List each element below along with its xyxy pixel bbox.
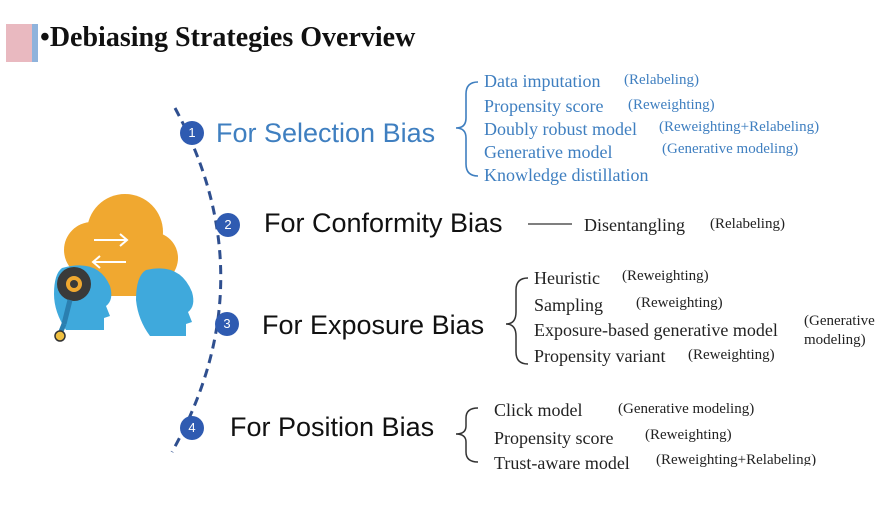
step-number-1: 1 [180, 121, 204, 145]
gear-icon [57, 267, 91, 301]
section-label-selection-bias: For Selection Bias [216, 118, 436, 148]
selection-item-tag: (Reweighting+Relabeling) [659, 119, 820, 135]
selection-item-name: Knowledge distillation [484, 165, 649, 185]
swap-arrows-icon [91, 233, 129, 269]
title-accent-stripe [32, 24, 38, 62]
wechat-icon [679, 461, 709, 485]
title-bullet: • [40, 22, 50, 53]
exposure-bracket [505, 277, 529, 365]
position-item-name: Trust-aware model [494, 453, 630, 473]
page-title: •Debiasing Strategies Overview [40, 22, 415, 54]
conformity-item-name: Disentangling [584, 215, 685, 235]
exposure-item-name: Sampling [534, 295, 604, 315]
watermark-site: @ITPUB博客 [794, 492, 866, 506]
position-item-tag: (Generative modeling) [618, 401, 755, 417]
title-text: Debiasing Strategies Overview [49, 22, 416, 53]
section-label-conformity-bias: For Conformity Bias [264, 208, 503, 238]
selection-item-tag: (Generative modeling) [662, 141, 799, 157]
exposure-item-tag: (Generative [804, 313, 875, 329]
section-label-position-bias: For Position Bias [230, 412, 435, 442]
position-item-name: Click model [494, 400, 583, 420]
exposure-item-name: Heuristic [534, 268, 600, 288]
title-accent-bar [6, 24, 32, 62]
selection-item-tag: (Relabeling) [624, 72, 699, 88]
timeline-dashed-arc [170, 107, 223, 453]
selection-item-name: Doubly robust model [484, 119, 637, 139]
position-item-name: Propensity score [494, 428, 614, 448]
selection-item-name: Data imputation [484, 71, 601, 91]
exposure-item-name: Propensity variant [534, 346, 666, 366]
robot-arm-icon [54, 299, 73, 342]
watermark-channel: Agent的潜意识 [712, 464, 838, 485]
selection-item-name: Generative model [484, 142, 613, 162]
exposure-item-tag: (Reweighting) [688, 347, 775, 363]
exposure-item-tag: (Reweighting) [622, 268, 709, 284]
selection-item-tag: (Reweighting) [628, 97, 715, 113]
exposure-item-tag: (Reweighting) [636, 295, 723, 311]
selection-item-name: Propensity score [484, 96, 604, 116]
exposure-item-name: Exposure-based generative model [534, 320, 778, 340]
position-item-tag: (Reweighting) [645, 427, 732, 443]
step-number-3: 3 [215, 312, 239, 336]
exposure-item-tag: modeling) [804, 332, 866, 348]
position-item-tag: (Reweighting+Relabeling) [656, 452, 817, 468]
selection-bracket [455, 81, 479, 177]
conformity-item-tag: (Relabeling) [710, 216, 785, 232]
position-bracket [455, 407, 479, 463]
section-label-exposure-bias: For Exposure Bias [262, 310, 485, 340]
step-number-4: 4 [180, 416, 204, 440]
step-number-2: 2 [216, 213, 240, 237]
